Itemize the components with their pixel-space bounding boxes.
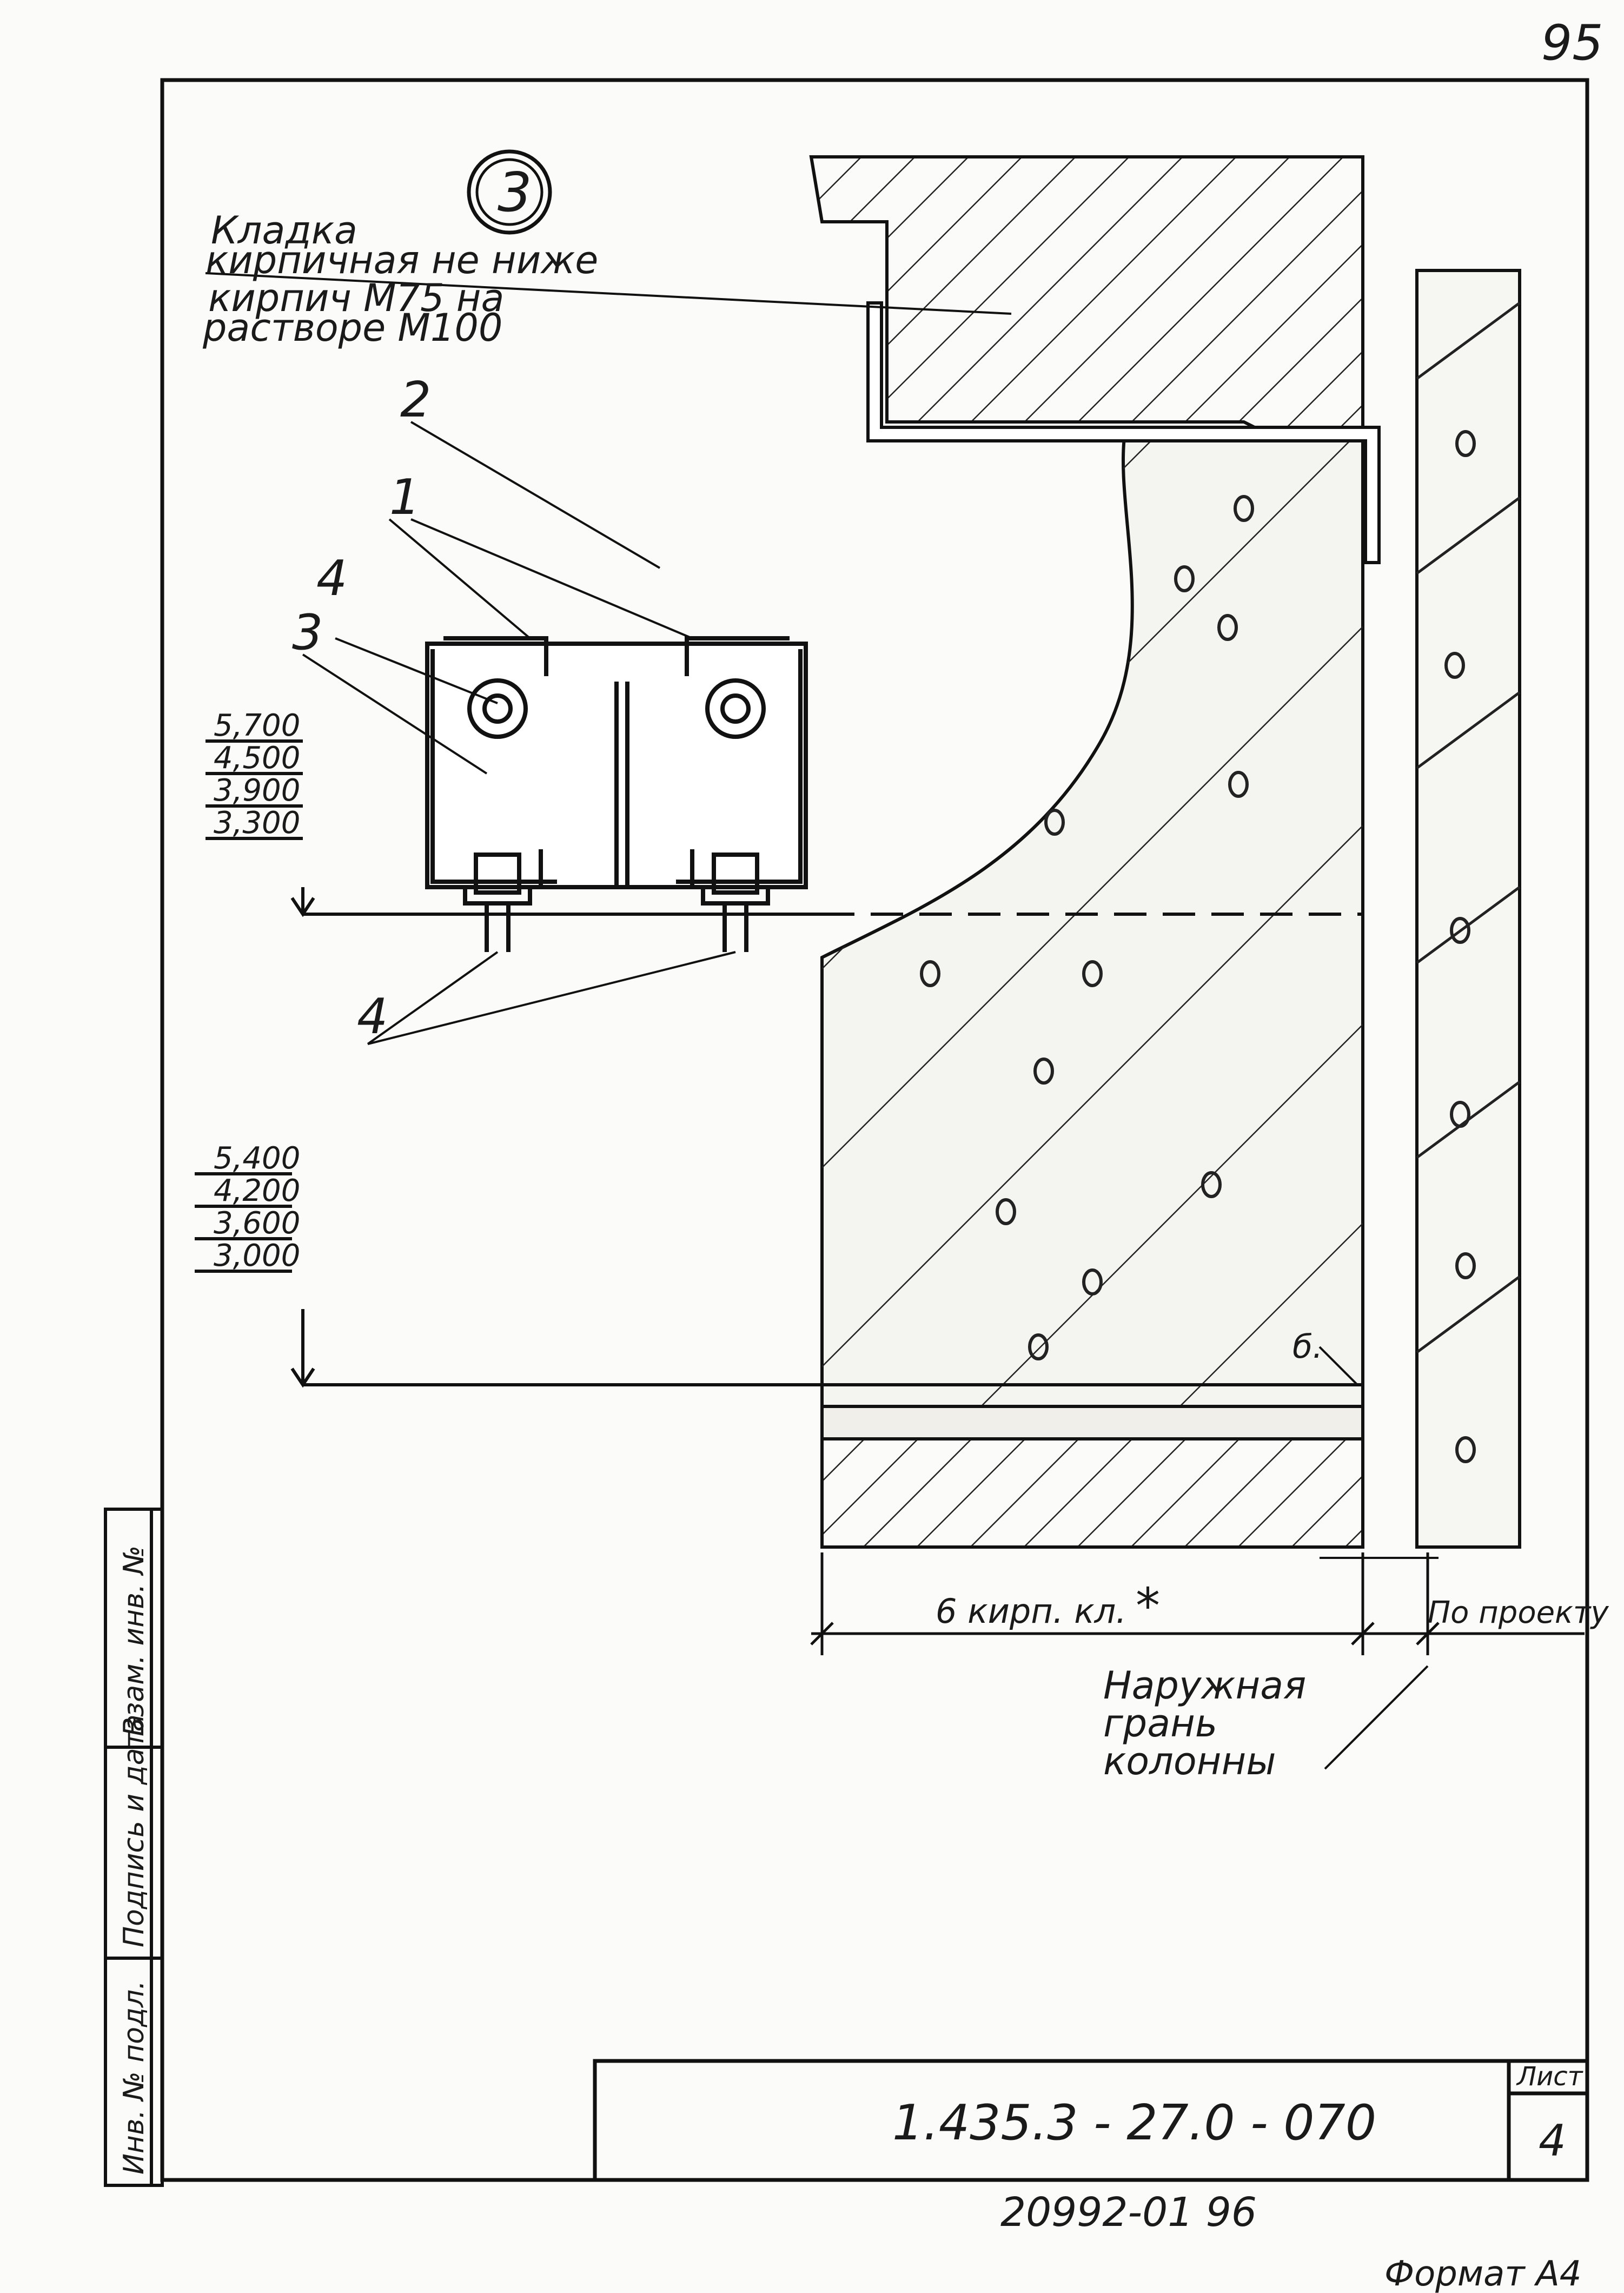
- svg-text:растворе М100: растворе М100: [202, 306, 502, 350]
- side-stamp-labels: Инв. № подл. Подпись и дата Взам. инв. №: [118, 1545, 150, 2175]
- format-note: Формат А4: [1384, 2254, 1582, 2293]
- svg-text:5,400: 5,400: [214, 1141, 300, 1176]
- brick-wall-upper: [809, 155, 1364, 434]
- callout-1: 1: [389, 469, 420, 526]
- svg-text:кирпичная не ниже: кирпичная не ниже: [206, 238, 598, 282]
- page-corner-number: 95: [1541, 15, 1603, 71]
- side-stamp: [104, 1508, 164, 2187]
- callout-4-top: 4: [316, 550, 347, 607]
- levels-lower: 5,400 4,200 3,600 3,000: [214, 1141, 300, 1273]
- svg-text:Наружная: Наружная: [1103, 1663, 1306, 1708]
- column-note: Наружная грань колонны: [1103, 1663, 1306, 1783]
- svg-text:4,500: 4,500: [214, 741, 300, 776]
- detail-marker: [467, 149, 552, 235]
- callout-2: 2: [400, 372, 431, 428]
- svg-text:5,700: 5,700: [214, 708, 300, 743]
- svg-text:грань: грань: [1103, 1701, 1217, 1746]
- bottom-number: 20992-01 96: [1000, 2189, 1257, 2236]
- svg-text:3,600: 3,600: [214, 1206, 300, 1241]
- mortar-joint: [820, 1405, 1364, 1440]
- concrete-mark: б.: [1292, 1328, 1323, 1366]
- svg-text:4,200: 4,200: [214, 1173, 300, 1208]
- svg-text:3,900: 3,900: [214, 773, 300, 808]
- project-label: По проекту: [1428, 1595, 1609, 1630]
- channel-bracket: [425, 636, 808, 952]
- masonry-note: Кладка кирпичная не ниже кирпич М75 на р…: [202, 208, 598, 350]
- document-code: 1.435.3 - 27.0 - 070: [892, 2094, 1376, 2151]
- svg-text:Кладка: Кладка: [211, 208, 357, 253]
- svg-text:3,300: 3,300: [214, 805, 300, 841]
- title-block-frame: [593, 2059, 1589, 2182]
- leader-lines: [205, 272, 1439, 1770]
- svg-text:кирпич М75 на: кирпич М75 на: [208, 276, 504, 320]
- callout-4-bottom: 4: [357, 988, 388, 1045]
- sheet-number: 4: [1539, 2116, 1566, 2166]
- sheet-label: Лист: [1516, 2061, 1584, 2092]
- dimension-line: [810, 1552, 1585, 1655]
- detail-marker-number: 3: [498, 161, 532, 224]
- svg-text:Подпись и дата: Подпись и дата: [118, 1714, 150, 1947]
- brick-wall-lower: [820, 1437, 1364, 1549]
- svg-text:3,000: 3,000: [214, 1238, 300, 1273]
- dimension-label: 6 кирп. кл.: [936, 1591, 1126, 1631]
- levels-upper: 5,700 4,500 3,900 3,300: [214, 708, 300, 841]
- concrete-column: [820, 431, 1364, 1408]
- svg-text:Инв. № подл.: Инв. № подл.: [118, 1980, 150, 2175]
- svg-text:колонны: колонны: [1103, 1739, 1276, 1783]
- svg-text:Взам. инв. №: Взам. инв. №: [118, 1545, 150, 1736]
- outer-column-strip: [1415, 269, 1521, 1549]
- steel-angle: [866, 301, 1381, 564]
- callout-3: 3: [292, 604, 323, 661]
- dimension-mark: *: [1136, 1578, 1160, 1635]
- level-lines: [195, 739, 1363, 1388]
